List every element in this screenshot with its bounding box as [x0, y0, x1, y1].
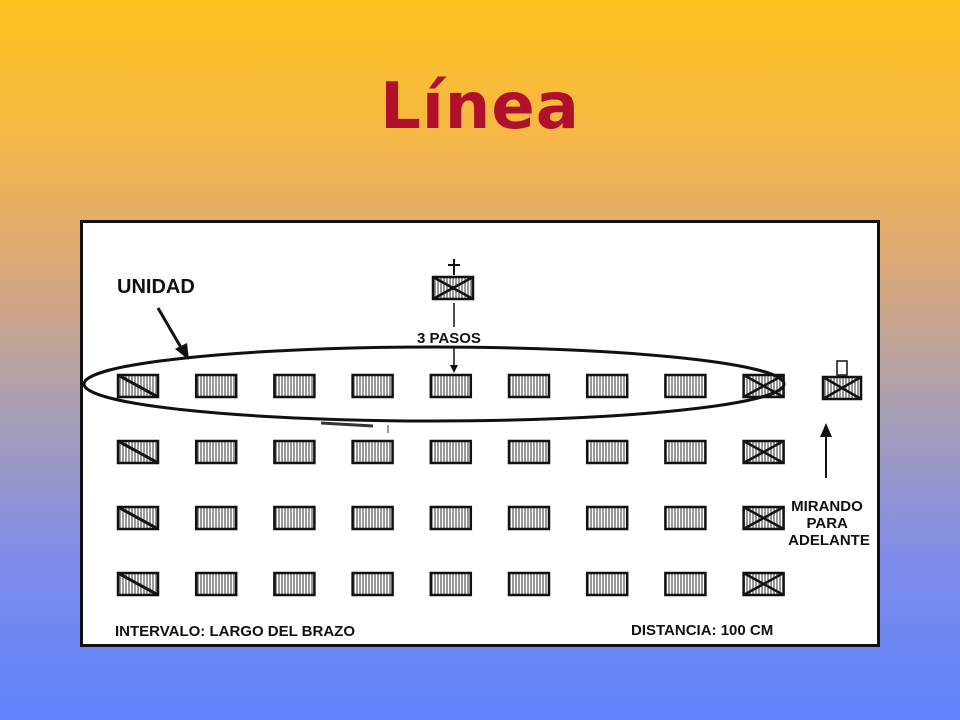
soldier-symbol-hatched: [273, 571, 316, 597]
soldier-symbol-diagonal-cross: [116, 439, 160, 465]
soldier-symbol-hatched: [194, 505, 238, 531]
interval-label: INTERVALO: LARGO DEL BRAZO: [115, 623, 355, 640]
facing-line-3: ADELANTE: [788, 532, 870, 549]
soldier-symbol-hatched: [351, 505, 394, 531]
soldier-symbol-hatched: [194, 439, 238, 465]
soldier-symbol-hatched: [664, 439, 707, 465]
soldier-symbol-hatched: [429, 439, 473, 465]
soldier-symbol-hatched: [664, 571, 707, 597]
facing-label: MIRANDO PARA ADELANTE: [788, 498, 870, 549]
stray-mark: [320, 421, 374, 428]
unit-label: UNIDAD: [117, 276, 195, 298]
soldier-symbol-hatched: [585, 439, 629, 465]
soldier-symbol-diagonal-cross: [116, 571, 160, 597]
soldier-symbol-hatched: [585, 505, 629, 531]
slide-title: Línea: [380, 70, 580, 144]
soldier-symbol-hatched: [273, 373, 316, 399]
facing-line-2: PARA: [806, 515, 848, 532]
distance-label: DISTANCIA: 100 CM: [631, 622, 773, 639]
soldier-symbol-hatched: [273, 505, 316, 531]
soldier-symbol-diagonal-cross: [116, 373, 160, 399]
guide-symbol: [821, 360, 863, 401]
soldier-symbol-hatched: [664, 373, 707, 399]
soldier-symbol-hatched: [585, 373, 629, 399]
facing-line-1: MIRANDO: [791, 498, 863, 515]
unit-arrow: [156, 307, 189, 360]
soldier-symbol-hatched: [429, 373, 473, 399]
steps-label: 3 PASOS: [417, 330, 481, 347]
facing-arrow: [820, 423, 832, 478]
steps-arrow: [450, 303, 458, 373]
soldier-symbol-hatched: [194, 373, 238, 399]
soldier-symbol-hatched: [429, 571, 473, 597]
soldier-grid: [116, 373, 785, 597]
soldier-symbol-x-cross: [742, 505, 785, 531]
soldier-symbol-hatched: [429, 505, 473, 531]
soldier-symbol-x-cross: [742, 571, 785, 597]
soldier-symbol-hatched: [507, 439, 551, 465]
soldier-symbol-hatched: [507, 571, 551, 597]
leader-symbol: [431, 259, 475, 301]
soldier-symbol-hatched: [351, 439, 394, 465]
soldier-symbol-hatched: [585, 571, 629, 597]
soldier-symbol-hatched: [351, 373, 394, 399]
unit-ellipse: [83, 345, 786, 423]
formation-diagram: UNIDAD 3 PASOS: [80, 220, 880, 647]
soldier-symbol-hatched: [664, 505, 707, 531]
soldier-symbol-hatched: [507, 373, 551, 399]
soldier-symbol-hatched: [351, 571, 394, 597]
soldier-symbol-x-cross: [742, 439, 785, 465]
soldier-symbol-diagonal-cross: [116, 505, 160, 531]
soldier-symbol-hatched: [507, 505, 551, 531]
soldier-symbol-hatched: [273, 439, 316, 465]
formation-svg: UNIDAD 3 PASOS: [83, 259, 870, 640]
soldier-symbol-hatched: [194, 571, 238, 597]
